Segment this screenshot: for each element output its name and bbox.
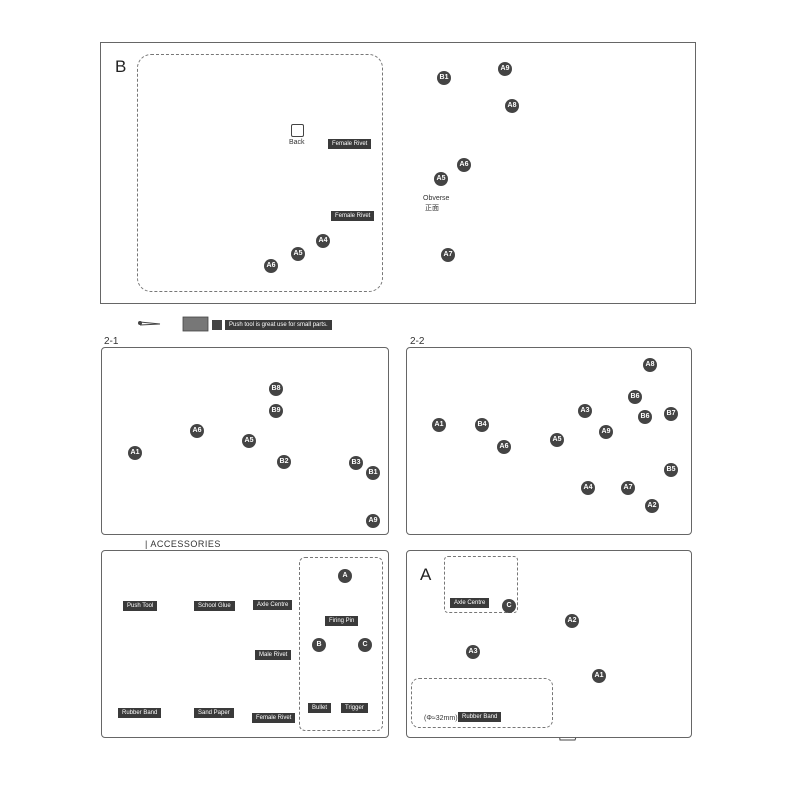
part-marker-b4: B4 bbox=[475, 418, 489, 432]
diameter-label: (Φ≈32mm) bbox=[424, 715, 458, 722]
axle-centre-label: Axle Centre bbox=[253, 600, 293, 610]
female-rivet-label-top: Female Rivet bbox=[328, 139, 372, 149]
part-marker-b7: B7 bbox=[664, 407, 678, 421]
part-marker-a3-a: A3 bbox=[466, 645, 480, 659]
panel-b-letter: B bbox=[115, 57, 127, 76]
part-marker-a3-22: A3 bbox=[578, 404, 592, 418]
part-marker-b1: B1 bbox=[437, 71, 451, 85]
firing-pin-label: Firing Pin bbox=[325, 616, 359, 626]
part-marker-b-acc: B bbox=[312, 638, 326, 652]
push-tool-tip-label: Push tool is great use for small parts. bbox=[225, 320, 332, 330]
part-marker-a9-21: A9 bbox=[366, 514, 380, 528]
part-marker-b3: B3 bbox=[349, 456, 363, 470]
female-rivet-label-acc: Female Rivet bbox=[252, 713, 296, 723]
part-marker-a6-mid: A6 bbox=[457, 158, 471, 172]
panel-b-dashed-group bbox=[137, 54, 383, 292]
part-marker-b8: B8 bbox=[269, 382, 283, 396]
bullet-label: Bullet bbox=[308, 703, 332, 713]
part-marker-a7-22: A7 bbox=[621, 481, 635, 495]
part-marker-a5-21: A5 bbox=[242, 434, 256, 448]
part-marker-a5-22: A5 bbox=[550, 433, 564, 447]
part-marker-a5: A5 bbox=[291, 247, 305, 261]
part-marker-a4-22: A4 bbox=[581, 481, 595, 495]
accessories-title: | ACCESSORIES bbox=[145, 539, 221, 549]
sheet-2-2-title: 2-2 bbox=[410, 336, 425, 347]
part-marker-a2-a: A2 bbox=[565, 614, 579, 628]
panel-a-rubber-band-group bbox=[411, 678, 553, 728]
part-marker-b6b: B6 bbox=[638, 410, 652, 424]
panel-b bbox=[100, 42, 696, 304]
part-marker-a4: A4 bbox=[316, 234, 330, 248]
part-marker-a1-21: A1 bbox=[128, 446, 142, 460]
part-marker-c-acc: C bbox=[358, 638, 372, 652]
sheet-2-2-panel bbox=[406, 347, 692, 535]
axle-centre-label-a: Axle Centre bbox=[450, 598, 490, 608]
part-marker-a6-22: A6 bbox=[497, 440, 511, 454]
part-marker-a5-mid: A5 bbox=[434, 172, 448, 186]
school-glue-label: School Glue bbox=[194, 601, 235, 611]
back-icon bbox=[291, 124, 304, 137]
sheet-2-1-title: 2-1 bbox=[104, 336, 119, 347]
part-marker-a7: A7 bbox=[441, 248, 455, 262]
rubber-band-label: Rubber Band bbox=[118, 708, 162, 718]
part-marker-b6: B6 bbox=[628, 390, 642, 404]
part-marker-b2: B2 bbox=[277, 455, 291, 469]
obverse-cn-label: 正面 bbox=[425, 205, 439, 212]
push-tool-row bbox=[138, 316, 222, 332]
part-marker-a2-22: A2 bbox=[645, 499, 659, 513]
part-marker-a1-a: A1 bbox=[592, 669, 606, 683]
part-marker-b1-21: B1 bbox=[366, 466, 380, 480]
obverse-label: Obverse bbox=[423, 195, 450, 202]
panel-a bbox=[406, 550, 692, 738]
part-marker-a6: A6 bbox=[264, 259, 278, 273]
part-marker-b5: B5 bbox=[664, 463, 678, 477]
push-tool-label: Push Tool bbox=[123, 601, 158, 611]
back-label: Back bbox=[289, 139, 305, 146]
panel-a-letter: A bbox=[420, 565, 432, 584]
part-marker-a6-21: A6 bbox=[190, 424, 204, 438]
part-marker-a8: A8 bbox=[505, 99, 519, 113]
part-marker-a9-22: A9 bbox=[599, 425, 613, 439]
trigger-label: Trigger bbox=[341, 703, 368, 713]
rubber-band-label-a: Rubber Band bbox=[458, 712, 502, 722]
sand-paper-label: Sand Paper bbox=[194, 708, 234, 718]
part-marker-c-a: C bbox=[502, 599, 516, 613]
part-marker-a1-22: A1 bbox=[432, 418, 446, 432]
part-marker-a8-22: A8 bbox=[643, 358, 657, 372]
female-rivet-label-bottom: Female Rivet bbox=[331, 211, 375, 221]
panel-a-axle-group bbox=[444, 556, 518, 613]
part-marker-b9: B9 bbox=[269, 404, 283, 418]
part-marker-a-acc: A bbox=[338, 569, 352, 583]
accessories-dashed-group bbox=[299, 557, 383, 731]
male-rivet-label: Male Rivet bbox=[255, 650, 292, 660]
part-marker-a9: A9 bbox=[498, 62, 512, 76]
